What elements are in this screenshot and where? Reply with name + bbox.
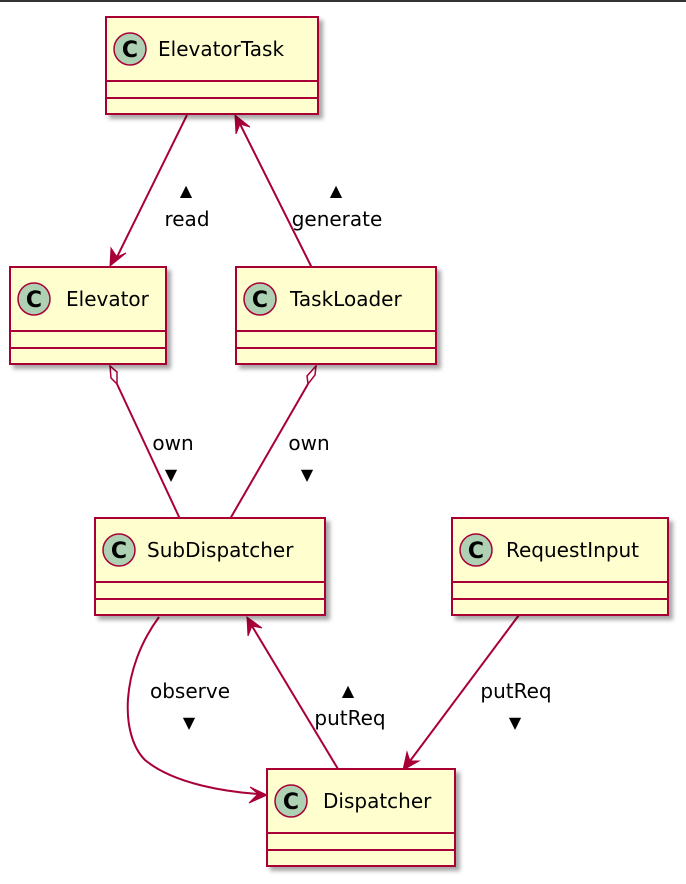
edge-read: ▲ read <box>109 114 210 268</box>
class-subdispatcher[interactable]: C SubDispatcher <box>94 517 326 616</box>
arrow-head <box>246 615 263 637</box>
arrow-head <box>248 786 269 804</box>
top-border <box>0 0 686 2</box>
edges: ▲ read ▲ generate own ▼ own ▼ ob <box>109 113 552 804</box>
edge-label: own <box>288 431 329 455</box>
direction-glyph: ▼ <box>165 465 178 484</box>
direction-glyph: ▲ <box>180 181 193 200</box>
class-taskloader[interactable]: C TaskLoader <box>235 266 437 365</box>
class-box <box>94 517 326 616</box>
edge-own-elevator: own ▼ <box>109 364 194 520</box>
edge-line <box>251 625 339 770</box>
class-spot-letter: C <box>252 288 268 313</box>
class-spot-icon <box>17 282 51 316</box>
edge-line <box>239 123 313 269</box>
class-spot-letter: C <box>26 288 42 313</box>
classes: C ElevatorTask C Elevator C TaskLoader C <box>9 16 669 867</box>
edge-putreq-sub: ▲ putReq <box>246 615 386 770</box>
edge-generate: ▲ generate <box>234 113 383 269</box>
aggregation-diamond <box>109 364 118 386</box>
aggregation-diamond <box>306 363 318 386</box>
edge-own-taskloader: own ▼ <box>229 363 330 520</box>
edge-label: putReq <box>314 706 385 730</box>
edge-line <box>116 114 188 258</box>
class-box <box>266 768 456 867</box>
edge-putreq-dispatcher: putReq ▼ <box>402 614 552 771</box>
edge-line <box>126 616 259 795</box>
edge-label: observe <box>150 679 230 703</box>
class-name: SubDispatcher <box>147 538 294 562</box>
class-requestinput[interactable]: C RequestInput <box>451 517 669 616</box>
direction-glyph: ▼ <box>509 713 522 732</box>
edge-label: generate <box>292 207 383 231</box>
class-spot-icon <box>243 282 277 316</box>
class-name: TaskLoader <box>289 287 402 311</box>
edge-label: read <box>164 207 209 231</box>
arrow-head <box>234 113 251 135</box>
class-box <box>451 517 669 616</box>
class-box <box>105 16 319 115</box>
edge-observe: observe ▼ <box>126 616 269 804</box>
class-elevator[interactable]: C Elevator <box>9 266 167 365</box>
class-name: Dispatcher <box>323 789 432 813</box>
class-elevatortask[interactable]: C ElevatorTask <box>105 16 319 115</box>
class-spot-letter: C <box>111 539 127 564</box>
class-spot-letter: C <box>283 790 299 815</box>
class-dispatcher[interactable]: C Dispatcher <box>266 768 456 867</box>
class-name: Elevator <box>66 287 150 311</box>
class-name: ElevatorTask <box>158 37 284 61</box>
class-spot-letter: C <box>122 38 138 63</box>
direction-glyph: ▲ <box>330 181 343 200</box>
class-spot-letter: C <box>468 539 484 564</box>
class-name: RequestInput <box>506 538 639 562</box>
arrow-head <box>402 750 421 771</box>
edge-label: own <box>152 431 193 455</box>
class-spot-icon <box>274 784 308 818</box>
edge-line <box>116 383 181 520</box>
class-spot-icon <box>459 533 493 567</box>
edge-line <box>229 383 309 520</box>
class-box <box>235 266 437 365</box>
direction-glyph: ▼ <box>301 465 314 484</box>
class-spot-icon <box>102 533 136 567</box>
direction-glyph: ▲ <box>342 681 355 700</box>
arrow-head <box>109 246 127 268</box>
edge-label: putReq <box>480 679 551 703</box>
direction-glyph: ▼ <box>183 713 196 732</box>
class-spot-icon <box>113 32 147 66</box>
edge-line <box>409 614 520 762</box>
